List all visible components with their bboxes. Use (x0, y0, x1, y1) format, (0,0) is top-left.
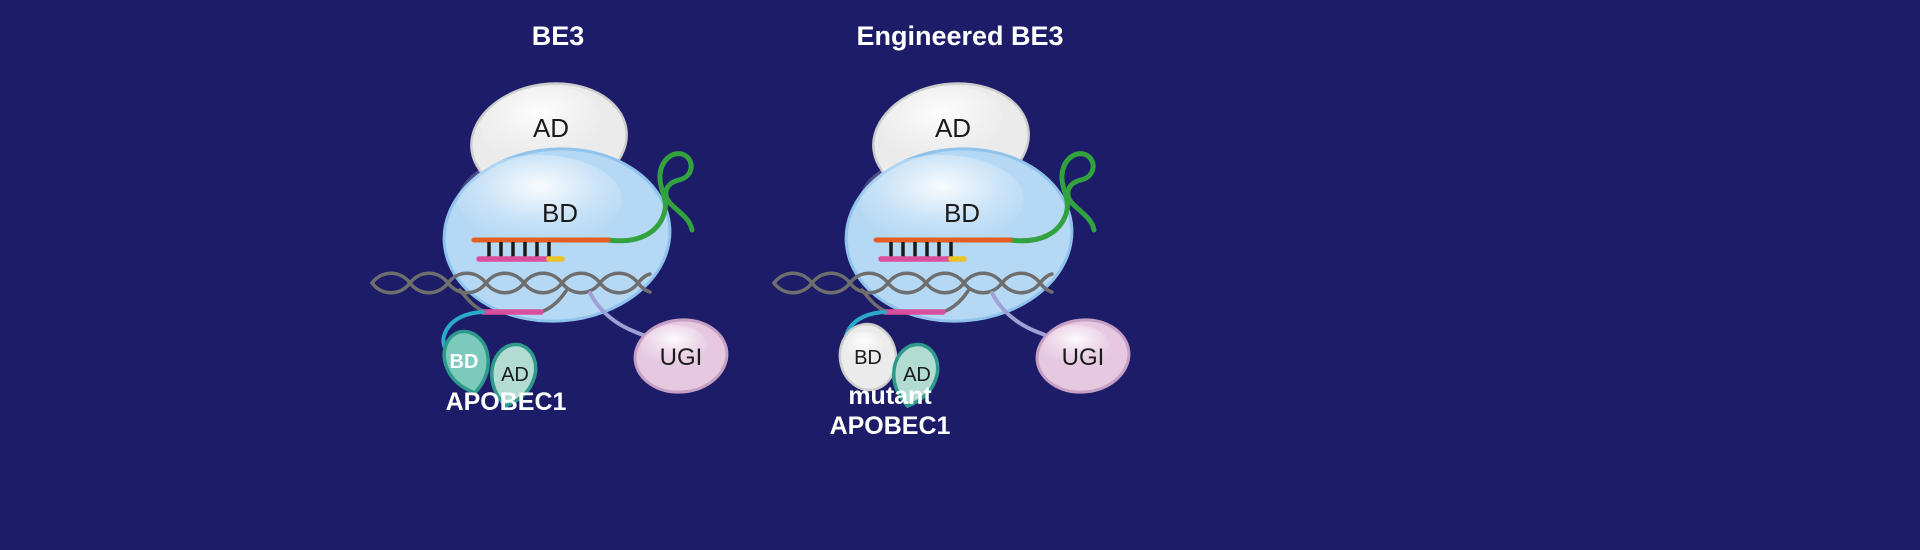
gloss-highlight (480, 86, 601, 160)
sgrna-strand (605, 151, 695, 244)
cas9-bd-label: BD (944, 198, 980, 228)
sgrna-strand (1007, 151, 1097, 244)
apobec-bd-label: BD (854, 347, 882, 369)
dna-helix-strand-2 (370, 271, 652, 295)
gloss-highlight (882, 86, 1003, 160)
base-pairing-comb (487, 242, 551, 257)
gloss-highlight (860, 155, 1024, 245)
gloss-highlight (844, 332, 884, 360)
panel-engineered-be3: Engineered BE3 AD BD BD AD UGI mutant AP… (772, 21, 1131, 440)
dna-helix-strand-2 (772, 271, 1054, 295)
gloss-highlight (641, 325, 707, 365)
apobec-ad-label: AD (903, 364, 931, 386)
cas9-bd-label: BD (542, 198, 578, 228)
dna-lower-connector-left (458, 288, 485, 313)
cas9-ad-label: AD (533, 113, 569, 143)
panel-title: BE3 (532, 21, 585, 51)
apobec-ad-leaf (892, 342, 940, 409)
apobec-bd-label: BD (450, 351, 479, 373)
apobec-ad-label: AD (501, 364, 529, 386)
apobec-caption-line2: APOBEC1 (830, 412, 951, 440)
gloss-highlight (1043, 325, 1109, 365)
dna-lower-connector-right (941, 289, 970, 314)
panel-title: Engineered BE3 (856, 21, 1063, 51)
cas9-ad-label: AD (935, 113, 971, 143)
dna-lower-connector-left (860, 288, 887, 313)
base-pairing-comb (889, 242, 953, 257)
ugi-label: UGI (1062, 344, 1105, 371)
apobec-bd-leaf (442, 329, 490, 396)
ugi-label: UGI (660, 344, 703, 371)
dna-lower-connector-right (539, 289, 568, 314)
panel-be3: BE3 AD BD BD AD UGI APOBEC1 (370, 21, 729, 416)
gloss-highlight (458, 155, 622, 245)
apobec-caption: APOBEC1 (446, 388, 567, 416)
apobec-ad-leaf (490, 342, 538, 409)
apobec-caption-line1: mutant (848, 382, 932, 410)
